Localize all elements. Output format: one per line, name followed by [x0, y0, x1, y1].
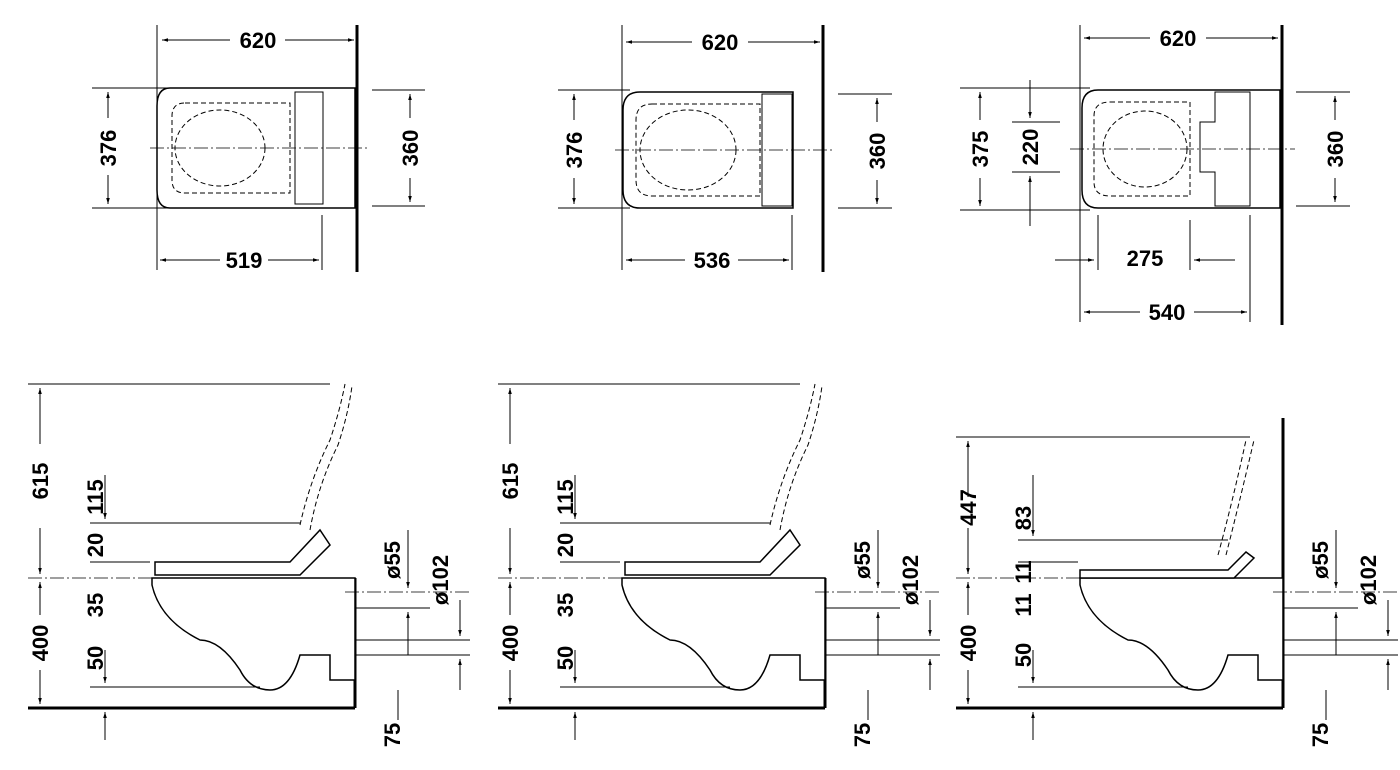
side-view-3: 447 400 83 11 11 50 75 ø55 ø102 [956, 418, 1398, 747]
dim-offset: 11 [1011, 593, 1036, 616]
dim-offset: 275 [1127, 246, 1164, 271]
dim-diameter-102: ø102 [428, 555, 453, 605]
dim-depth-right: 360 [398, 130, 423, 167]
dim-bottom: 50 [553, 646, 578, 670]
dim-width: 620 [702, 30, 739, 55]
dim-diameter-55: ø55 [850, 541, 875, 579]
dim-lid: 115 [83, 479, 108, 515]
dim-seat-height: 400 [956, 625, 981, 662]
dim-total-height: 447 [956, 489, 981, 526]
dim-offset: 35 [83, 593, 108, 617]
dim-diameter-55: ø55 [1308, 541, 1333, 579]
dim-total-height: 615 [498, 463, 523, 500]
top-view-2: 620 376 360 536 [558, 25, 892, 273]
side-view-1: 615 400 115 20 35 50 75 ø55 ø102 [28, 383, 470, 747]
dim-diameter-55: ø55 [380, 541, 405, 579]
dim-depth-left: 375 [968, 131, 993, 168]
dim-total-height: 615 [28, 463, 53, 500]
dim-length: 536 [694, 248, 731, 273]
side-view-2: 615 400 115 20 35 50 75 ø55 ø102 [498, 383, 940, 747]
dim-floor-drain: 75 [850, 723, 875, 747]
dim-offset: 35 [553, 593, 578, 617]
dim-depth-right: 360 [1323, 131, 1348, 168]
dim-diameter-102: ø102 [898, 555, 923, 605]
dim-width: 620 [1160, 26, 1197, 51]
dim-floor-drain: 75 [1308, 723, 1333, 747]
top-view-3: 620 375 220 360 275 540 [960, 25, 1350, 325]
dim-gap: 11 [1011, 560, 1036, 583]
dim-seat-height: 400 [28, 625, 53, 662]
dim-depth-left: 376 [96, 130, 121, 167]
dim-diameter-102: ø102 [1356, 555, 1381, 605]
dim-lid: 115 [553, 479, 578, 515]
dim-depth-left: 376 [562, 132, 587, 169]
dim-length: 519 [226, 248, 263, 273]
dim-depth-right: 360 [865, 133, 890, 170]
dim-bottom: 50 [83, 646, 108, 670]
dim-gap: 20 [83, 533, 108, 557]
dim-lid: 83 [1011, 506, 1036, 530]
dim-gap: 20 [553, 533, 578, 557]
dim-floor-drain: 75 [380, 723, 405, 747]
dim-seat-height: 400 [498, 625, 523, 662]
dim-inner: 220 [1018, 129, 1043, 166]
dim-bottom: 50 [1011, 643, 1036, 667]
dim-width: 620 [240, 28, 277, 53]
dim-length: 540 [1149, 300, 1186, 325]
top-view-1: 620 376 360 519 [92, 25, 425, 273]
side-views: 615 400 115 20 35 50 75 ø55 ø102 615 400 115 20 35 50 7… [28, 383, 1398, 747]
